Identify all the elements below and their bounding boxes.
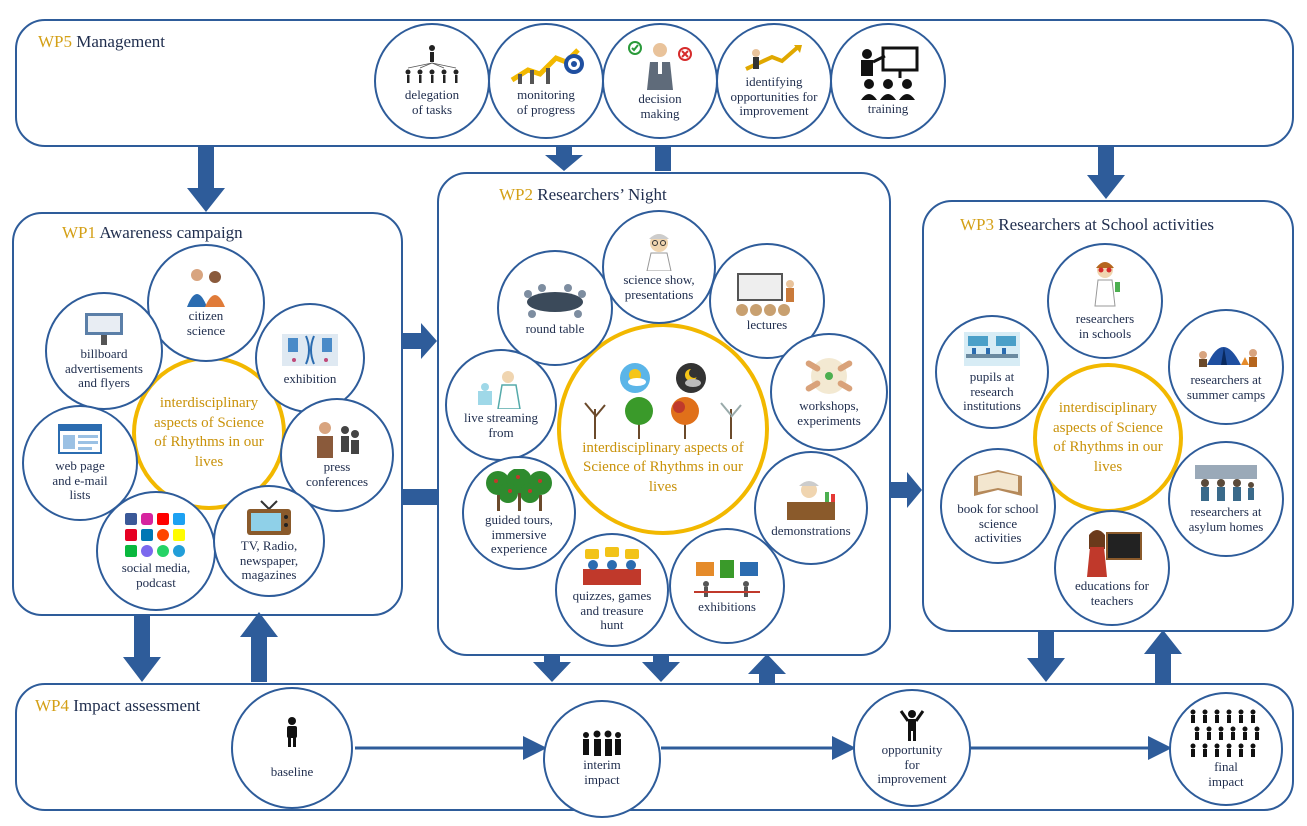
live-streaming-node: live streaming from	[445, 349, 557, 461]
social-media-icons	[125, 513, 185, 558]
tv-radio-node: TV, Radio, newspaper, magazines	[213, 485, 325, 597]
gallery-icon	[694, 559, 760, 597]
people-icon	[187, 269, 225, 308]
interim-impact-node: interim impact	[543, 700, 661, 818]
cheering-person-icon	[899, 709, 925, 741]
identifying-opportunities-node: identifying opportunities for improvemen…	[716, 23, 832, 139]
growth-arrow-icon	[745, 44, 802, 71]
wp2-title: WP2 Researchers’ Night	[499, 185, 667, 204]
press-podium-icon	[317, 422, 359, 459]
wp2-core-circle: interdisciplinary aspects of Science of …	[557, 323, 769, 535]
round-table-node: round table	[497, 250, 613, 366]
asylum-homes-node: researchers at asylum homes	[1168, 441, 1284, 557]
teachers-education-node: educations for teachers	[1054, 510, 1170, 626]
forest-icon	[486, 468, 552, 511]
wp3-title: WP3 Researchers at School activities	[960, 215, 1214, 234]
delegation-of-tasks-node: delegation of tasks	[374, 23, 490, 139]
girl-scientist-icon	[1094, 262, 1120, 307]
exhibitions-node: exhibitions	[669, 528, 785, 644]
billboard-node: billboard advertisements and flyers	[45, 292, 163, 410]
scientist-icon	[646, 234, 672, 272]
single-person-icon	[287, 716, 297, 747]
demonstrations-node: demonstrations	[754, 451, 868, 565]
quiz-game-icon	[583, 546, 641, 585]
wp1-title: WP1 Awareness campaign	[62, 223, 243, 242]
citizen-science-node: citizen science	[147, 244, 265, 362]
exhibition-node: exhibition	[255, 303, 365, 413]
guided-tours-node: guided tours, immersive experience	[462, 456, 576, 570]
monitoring-of-progress-node: monitoring of progress	[488, 23, 604, 139]
workshops-node: workshops, experiments	[770, 333, 888, 451]
wp3-core-circle: interdisciplinary aspects of Science of …	[1033, 363, 1183, 513]
decision-person-icon	[628, 41, 692, 91]
progress-chart-icon	[510, 48, 584, 85]
demonstration-desk-icon	[787, 480, 835, 520]
seasonal-trees-icons	[584, 396, 742, 439]
block-arrows	[123, 145, 1182, 683]
lecture-hall-icon	[736, 272, 794, 316]
training-presentation-icon	[861, 46, 919, 100]
book-icon	[974, 469, 1022, 496]
researchers-in-schools-node: researchers in schools	[1047, 243, 1163, 359]
small-group-icon	[583, 730, 621, 757]
day-night-icons	[620, 362, 706, 393]
group-people-icon	[1195, 465, 1257, 502]
wp4-title: WP4 Impact assessment	[35, 696, 201, 715]
round-table-icon	[524, 283, 586, 318]
press-conferences-node: press conferences	[280, 398, 394, 512]
teacher-blackboard-icon	[1087, 530, 1142, 578]
tv-icon	[247, 499, 291, 535]
billboard-icon	[85, 312, 123, 345]
crowd-icon	[1190, 709, 1260, 758]
camp-tent-icon	[1199, 347, 1257, 368]
summer-camps-node: researchers at summer camps	[1168, 309, 1284, 425]
quizzes-node: quizzes, games and treasure hunt	[555, 533, 669, 647]
lab-researcher-icon	[478, 371, 521, 410]
social-media-node: social media, podcast	[96, 491, 216, 611]
web-page-node: web page and e-mail lists	[22, 405, 138, 521]
web-page-icon	[58, 423, 102, 454]
laboratory-icon	[964, 331, 1020, 366]
hands-teamwork-icon	[805, 358, 853, 395]
baseline-node: baseline	[231, 687, 353, 809]
opportunity-improvement-node: opportunity for improvement	[853, 689, 971, 807]
science-show-node: science show, presentations	[602, 210, 716, 324]
final-impact-node: final impact	[1169, 692, 1283, 806]
org-chart-icon	[405, 45, 459, 84]
decision-making-node: decision making	[602, 23, 718, 139]
wp5-title: WP5 Management	[38, 32, 165, 51]
exhibition-hall-icon	[282, 333, 338, 366]
book-school-activities-node: book for school science activities	[940, 448, 1056, 564]
pupils-at-research-node: pupils at research institutions	[935, 315, 1049, 429]
training-node: training	[830, 23, 946, 139]
